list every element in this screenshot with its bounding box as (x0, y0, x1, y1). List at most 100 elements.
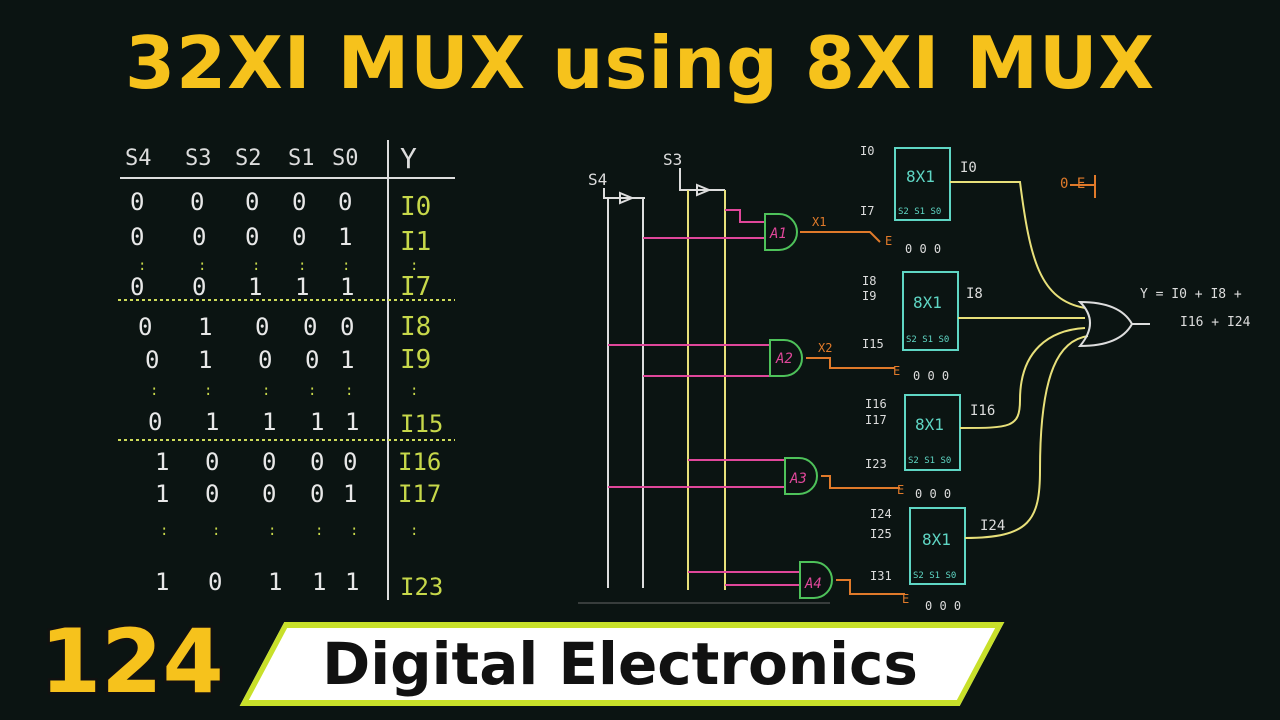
diagram-label: 8X1 (906, 167, 935, 186)
diagram-label: 1 (295, 273, 309, 301)
svg-text::: : (308, 383, 316, 399)
svg-text::: : (138, 258, 146, 274)
svg-text::: : (410, 383, 418, 399)
diagram-label: I17 (865, 413, 887, 427)
gate-a3: A3 (789, 471, 807, 487)
diagram-label: 0 (130, 188, 144, 216)
svg-text::: : (252, 258, 260, 274)
diagram-label: 1 (310, 408, 324, 436)
diagram-label: I25 (870, 527, 892, 541)
diagram-label: 0 (343, 448, 357, 476)
diagram-label: 1 (248, 273, 262, 301)
gate-out-x1: X1 (812, 215, 826, 229)
diagram-label: S2 S1 S0 (913, 571, 956, 581)
episode-number: 124 (38, 609, 227, 714)
diagram-label: 0 (145, 346, 159, 374)
diagram-label: I16 (398, 448, 441, 476)
svg-text::: : (268, 523, 276, 539)
diagram-label: I1 (400, 227, 431, 257)
series-name: Digital Electronics (322, 630, 918, 698)
diagram-label: I23 (865, 457, 887, 471)
diagram-label: I31 (870, 569, 892, 583)
svg-text::: : (315, 523, 323, 539)
mux-1: 8X1 S2 S1 S0 I0 I7 I0 0 0 0 E (860, 144, 977, 256)
diagram-label: 0 (258, 346, 272, 374)
diagram-label: 0 (340, 313, 354, 341)
svg-text::: : (212, 523, 220, 539)
diagram-label: 0 (130, 223, 144, 251)
diagram-label: I24 (870, 507, 892, 521)
diagram-label: S2 S1 S0 (908, 456, 951, 466)
svg-text::: : (410, 258, 418, 274)
diagram-label: 0 (255, 313, 269, 341)
diagram-label: I7 (860, 204, 874, 218)
diagram-label: S2 S1 S0 (898, 207, 941, 217)
mux-4: 8X1 S2 S1 S0 I24 I25 I31 I24 0 0 0 E (870, 507, 1005, 613)
diagram-label: I0 (960, 160, 977, 176)
diagram-label: I0 (400, 192, 431, 222)
diagram-label: I16 (865, 397, 887, 411)
header-s1: S1 (288, 146, 315, 171)
select-decoder: S4 S3 A1 A2 (578, 150, 905, 604)
svg-text::: : (350, 523, 358, 539)
diagram-label: I23 (400, 573, 443, 601)
header-s0: S0 (332, 146, 359, 171)
diagram-label: I8 (862, 274, 876, 288)
diagram-label: 0 (310, 448, 324, 476)
mux-3: 8X1 S2 S1 S0 I16 I17 I23 I16 0 0 0 E (865, 394, 995, 501)
header-s2: S2 (235, 146, 262, 171)
svg-text::: : (262, 383, 270, 399)
diagram-label: 0 (148, 408, 162, 436)
select-label-s3: S3 (663, 150, 682, 169)
diagram-label: E (897, 483, 904, 497)
diagram-label: 0 (303, 313, 317, 341)
diagram-label: 1 (340, 273, 354, 301)
svg-text:0 0 0: 0 0 0 (925, 599, 961, 613)
svg-text:0 0 0: 0 0 0 (913, 369, 949, 383)
diagram-label: 1 (155, 568, 169, 596)
gate-out-x2: X2 (818, 341, 832, 355)
diagram-label: 0 (245, 188, 259, 216)
diagram-label: I17 (398, 480, 441, 508)
diagram-label: E (902, 592, 909, 606)
diagram-label: 8X1 (922, 530, 951, 549)
diagram-label: I15 (400, 410, 443, 438)
diagram-label: 0 (190, 188, 204, 216)
diagram-label: 1 (155, 480, 169, 508)
diagram-label: I8 (400, 312, 431, 342)
svg-text::: : (198, 258, 206, 274)
diagram-label: 1 (343, 480, 357, 508)
svg-text:0 0 0: 0 0 0 (905, 242, 941, 256)
diagram-label: 8X1 (915, 415, 944, 434)
or-gate-output (950, 180, 1150, 539)
svg-text:0 0 0: 0 0 0 (915, 487, 951, 501)
output-equation-line2: I16 + I24 (1180, 315, 1251, 330)
diagram-label: 1 (155, 448, 169, 476)
video-title: 32XI MUX using 8XI MUX (125, 21, 1155, 105)
diagram-label: 0 (305, 346, 319, 374)
mux-blocks: 8X1 S2 S1 S0 I0 I7 I0 0 0 0 E 8X1 S2 S1 … (860, 144, 1005, 613)
gate-a4: A4 (804, 576, 822, 592)
svg-text::: : (160, 523, 168, 539)
diagram-label: I24 (980, 518, 1005, 534)
header-y: Y (400, 142, 417, 175)
diagram-label: 1 (345, 568, 359, 596)
diagram-label: 1 (340, 346, 354, 374)
diagram-label: 0 (292, 223, 306, 251)
gate-a1: A1 (769, 226, 787, 242)
svg-text::: : (298, 258, 306, 274)
diagram-label: 0 (292, 188, 306, 216)
diagram-label: 1 (198, 313, 212, 341)
diagram-label: 0 (262, 480, 276, 508)
diagram-label: E (893, 364, 900, 378)
svg-text::: : (204, 383, 212, 399)
diagram-label: I9 (862, 289, 876, 303)
diagram-label: 0 (138, 313, 152, 341)
